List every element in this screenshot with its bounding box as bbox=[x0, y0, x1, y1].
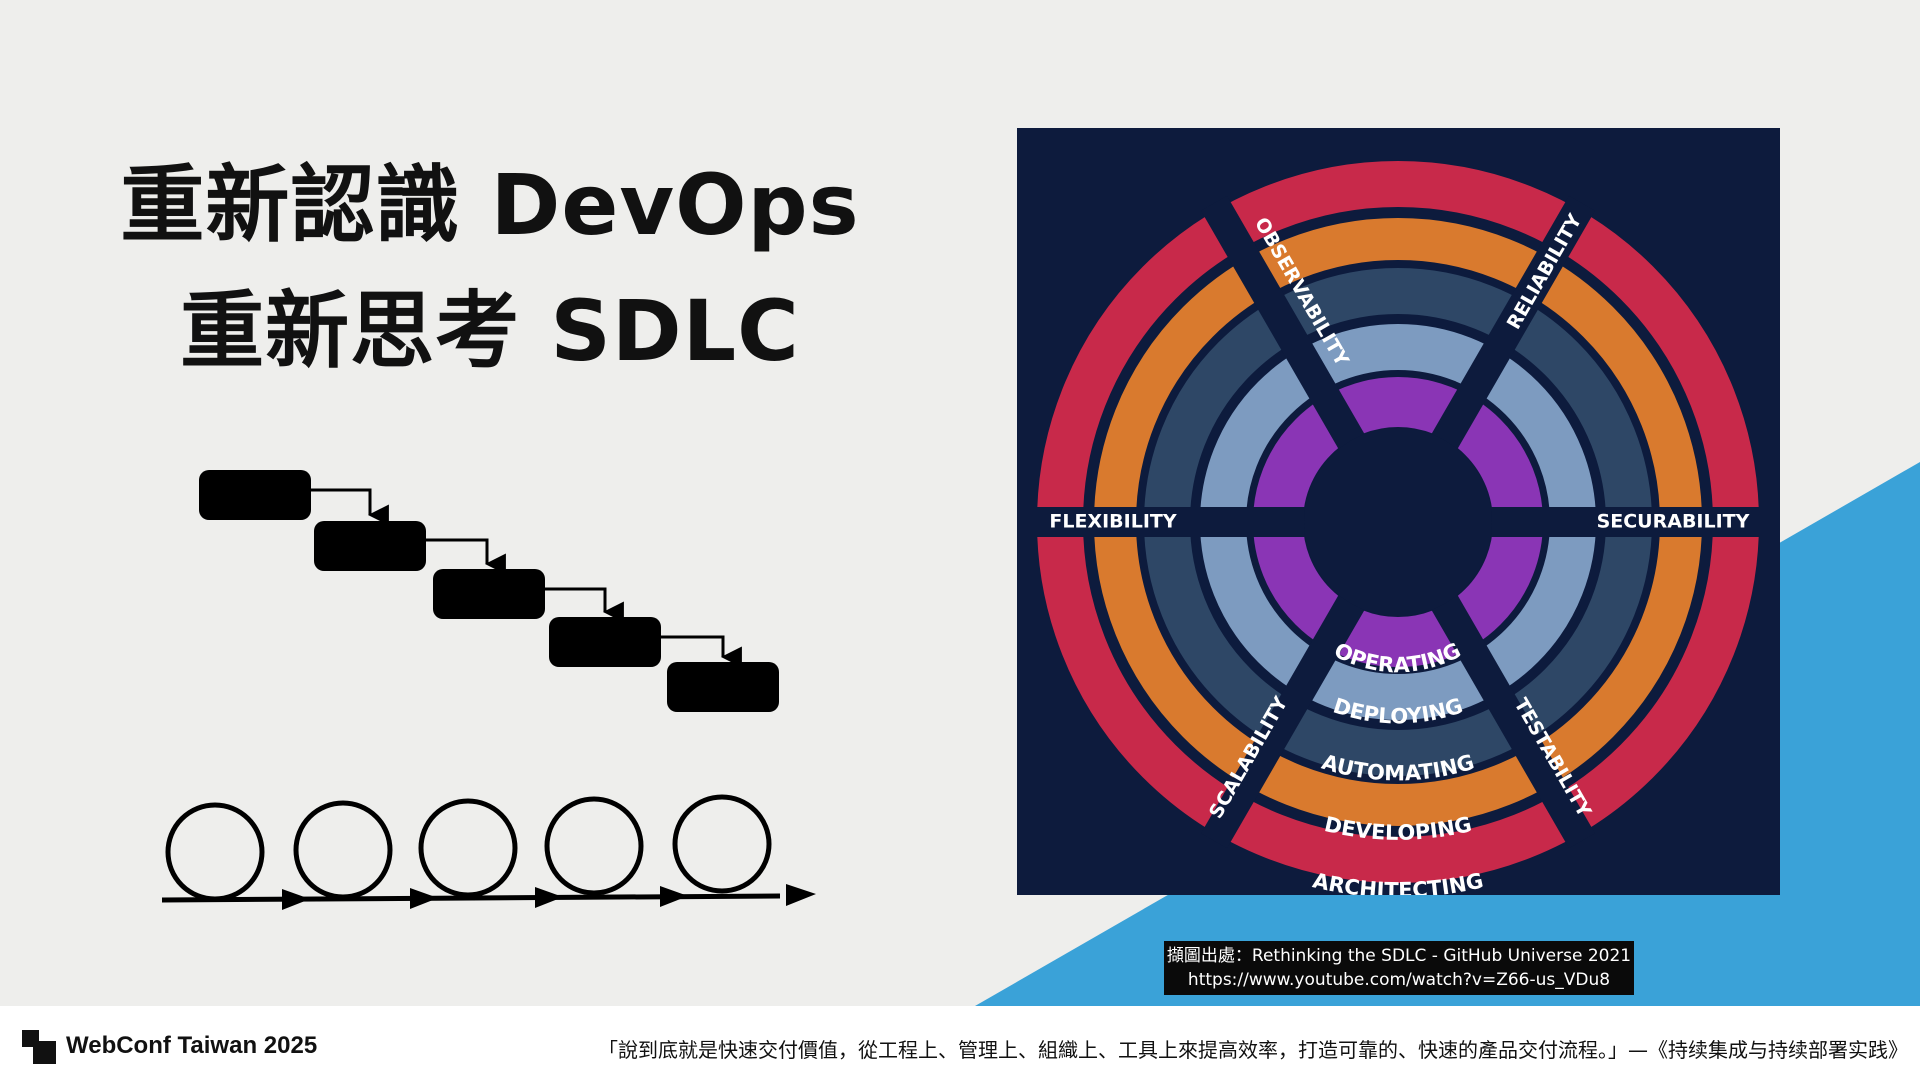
spoke-scalability bbox=[1201, 566, 1381, 849]
loop-4 bbox=[544, 796, 644, 896]
credit-link[interactable]: https://www.youtube.com/watch?v=Z66-us_V… bbox=[1187, 970, 1611, 990]
waterfall-step-1 bbox=[199, 470, 311, 520]
image-credit: 擷圖出處：Rethinking the SDLC - GitHub Univer… bbox=[1164, 941, 1634, 995]
loop-arrow-4 bbox=[660, 886, 688, 907]
waterfall-arrow-2 bbox=[426, 538, 506, 575]
waterfall-step-4 bbox=[549, 617, 661, 667]
sdlc-wheel: OPERATING DEPLOYING AUTOMATING DEVELOPIN… bbox=[1030, 161, 1766, 895]
credit-source: 擷圖出處：Rethinking the SDLC - GitHub Univer… bbox=[1166, 946, 1632, 966]
page-subtitle: 重新思考 SDLC bbox=[180, 282, 800, 380]
waterfall-step-5 bbox=[667, 662, 779, 712]
waterfall-arrow-4 bbox=[661, 635, 742, 668]
loop-arrow-1 bbox=[282, 889, 310, 910]
loop-arrow-2 bbox=[410, 888, 438, 909]
footer-quote: 「說到底就是快速交付價值，從工程上、管理上、組織上、工具上來提高效率，打造可靠的… bbox=[598, 1038, 1908, 1062]
spoke-observability bbox=[1201, 195, 1381, 478]
footer-bar: WebConf Taiwan 2025 「說到底就是快速交付價值，從工程上、管理… bbox=[0, 1006, 1920, 1080]
waterfall-step-3 bbox=[433, 569, 545, 619]
spoke-reliability bbox=[1415, 195, 1595, 478]
loop-1 bbox=[165, 802, 265, 902]
spoke-label-flexibility: FLEXIBILITY bbox=[1049, 511, 1176, 533]
waterfall-diagram bbox=[199, 470, 779, 712]
spoke-testability bbox=[1415, 566, 1595, 849]
loop-5 bbox=[672, 794, 772, 894]
webconf-logo-icon bbox=[22, 1030, 56, 1064]
wheel-center bbox=[1304, 428, 1492, 616]
loop-arrow-5 bbox=[786, 884, 816, 906]
sdlc-wheel-image: OPERATING DEPLOYING AUTOMATING DEVELOPIN… bbox=[1017, 128, 1780, 895]
footer-brand: WebConf Taiwan 2025 bbox=[66, 1032, 318, 1059]
spoke-label-securability: SECURABILITY bbox=[1597, 511, 1750, 533]
iterative-loops-diagram bbox=[161, 794, 816, 910]
page-title: 重新認識 DevOps bbox=[120, 156, 860, 254]
loop-arrow-3 bbox=[535, 887, 563, 908]
loop-3 bbox=[418, 798, 518, 898]
waterfall-arrow-3 bbox=[545, 587, 624, 623]
loop-2 bbox=[293, 800, 393, 900]
waterfall-arrow-1 bbox=[311, 488, 389, 526]
waterfall-step-2 bbox=[314, 521, 426, 571]
